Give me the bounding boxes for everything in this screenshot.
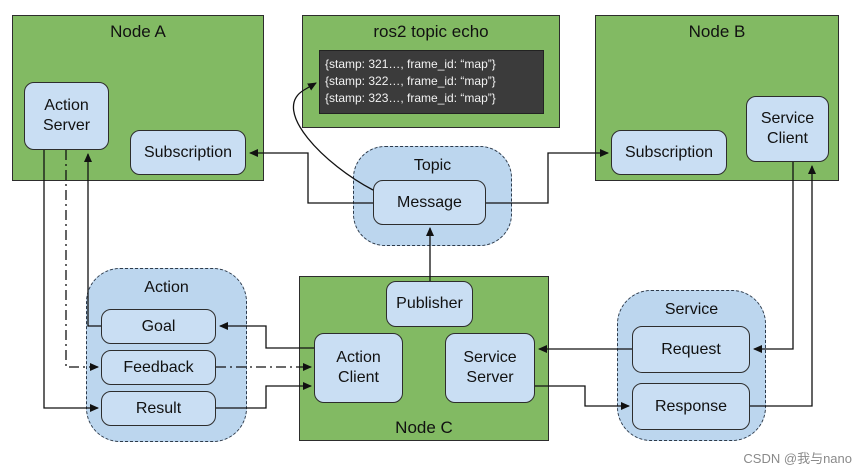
message-to-echo-arrow [292,82,374,191]
action-server-box: Action Server [24,82,109,150]
publisher-box: Publisher [386,281,473,327]
action-client-box: Action Client [314,333,403,403]
service-client-box: Service Client [746,96,829,162]
response-to-service-client-arrow [750,165,816,407]
result-to-action-client-arrow [216,382,312,409]
message-box: Message [373,180,486,225]
subscription-a-box: Subscription [130,130,246,175]
action-client-to-goal-arrow [219,322,314,349]
action-server-feedback-line [65,150,99,371]
message-to-subscription-a-arrow [249,149,373,204]
request-box: Request [632,326,750,373]
console-line: {stamp: 322…, frame_id: “map”} [325,74,496,88]
console-line: {stamp: 321…, frame_id: “map”} [325,57,496,71]
service-group-title: Service [664,301,719,318]
goal-box: Goal [101,309,216,344]
action-group-title: Action [144,279,189,296]
watermark: CSDN @我与nano [743,451,852,466]
node-a-title: Node A [110,22,166,41]
topic-echo-title: ros2 topic echo [373,22,489,41]
goal-to-action-server-arrow [84,153,101,327]
console-line: {stamp: 323…, frame_id: “map”} [325,91,496,105]
node-c-title: Node C [395,418,453,437]
action-server-to-result-line [43,150,99,412]
subscription-b-box: Subscription [611,130,727,175]
feedback-box: Feedback [101,350,216,385]
topic-group-title: Topic [413,157,452,174]
service-server-box: Service Server [445,333,535,403]
message-to-subscription-b-arrow [486,149,609,204]
service-client-to-request-line [753,162,794,353]
response-box: Response [632,383,750,430]
echo-console: {stamp: 321…, frame_id: “map”} {stamp: 3… [319,50,544,114]
result-box: Result [101,391,216,426]
node-b-title: Node B [688,22,746,41]
service-server-to-response-arrow [535,385,630,410]
